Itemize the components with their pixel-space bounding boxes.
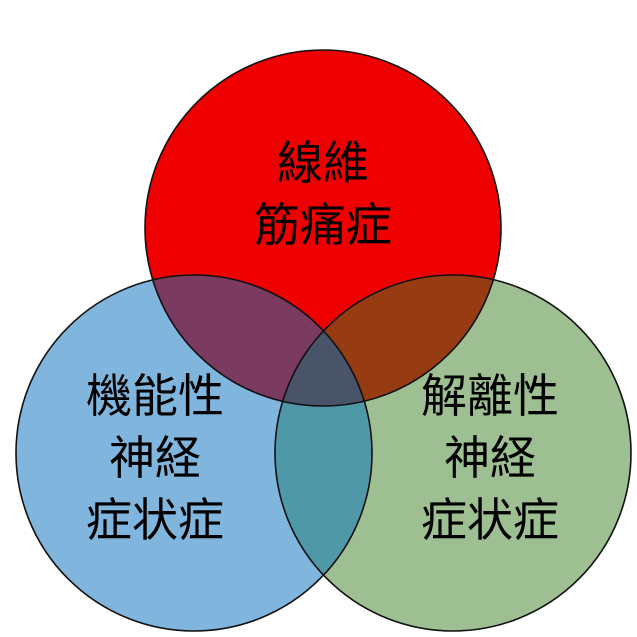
overlap-top-right (275, 275, 501, 406)
circle-outlines (15, 49, 632, 632)
label-right-line: 神経 (444, 431, 536, 485)
label-right-line: 解離性 (421, 369, 559, 423)
label-right: 解離性 神経 症状症 (390, 365, 590, 551)
label-left-line: 症状症 (86, 493, 224, 547)
label-left-line: 機能性 (86, 369, 224, 423)
label-right-line: 症状症 (421, 493, 559, 547)
overlap-top-left (145, 275, 372, 406)
label-left: 機能性 神経 症状症 (55, 365, 255, 551)
label-top-line: 線維 (277, 136, 369, 190)
label-left-line: 神経 (109, 431, 201, 485)
label-top-line: 筋痛症 (254, 198, 392, 252)
label-top: 線維 筋痛症 (223, 132, 423, 256)
